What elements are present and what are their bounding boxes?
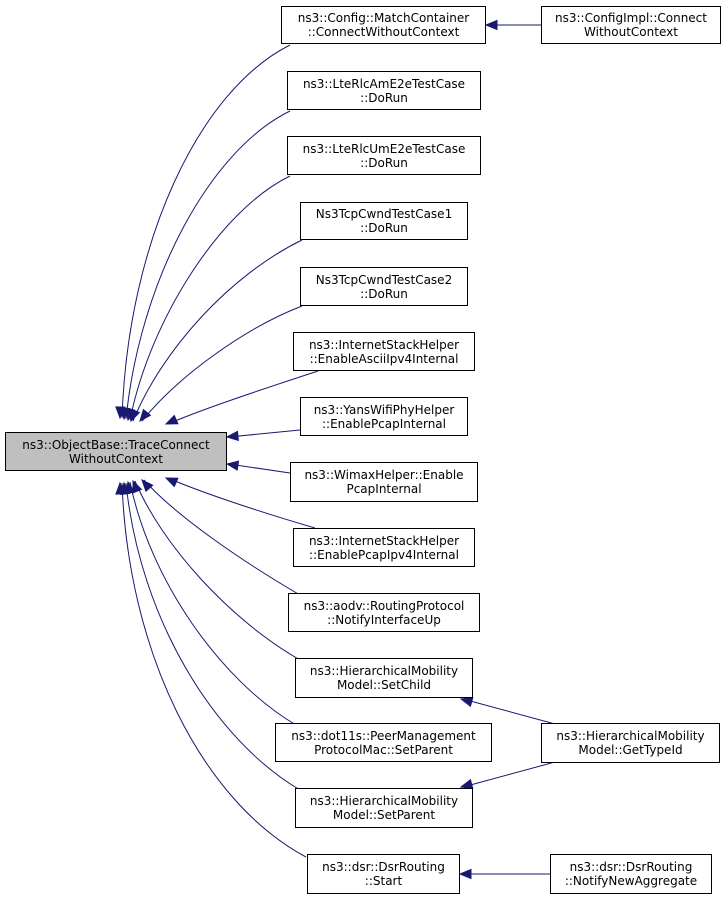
- node-inet-pcap[interactable]: ns3::InternetStackHelper::EnablePcapIpv4…: [293, 528, 475, 567]
- node-label-line: WithoutContext: [584, 25, 678, 39]
- node-label-line: Ns3TcpCwndTestCase2: [315, 272, 453, 287]
- edge-arrowhead: [141, 479, 154, 493]
- edge-arrowhead: [459, 696, 474, 708]
- edge-hm-typeid-to-hm-parent: [462, 761, 556, 788]
- node-label-line: Ns3TcpCwndTestCase1: [315, 207, 453, 221]
- edge-hm-child-to-root: [134, 480, 301, 661]
- node-inet-ascii[interactable]: ns3::InternetStackHelper::EnableAsciiIpv…: [293, 332, 475, 371]
- node-label-line: ns3::LteRlcUmE2eTestCase: [302, 141, 466, 156]
- node-label-line: ns3::LteRlcAmE2eTestCase: [302, 76, 466, 91]
- node-aodv[interactable]: ns3::aodv::RoutingProtocol::NotifyInterf…: [288, 593, 480, 632]
- node-dsr-start[interactable]: ns3::dsr::DsrRouting::Start: [307, 854, 460, 894]
- edge-arrowhead: [225, 430, 239, 442]
- node-label-line: ns3::HierarchicalMobility: [556, 729, 705, 743]
- node-label-line: ns3::YansWifiPhyHelper: [313, 402, 455, 417]
- edge-arrowhead: [459, 778, 474, 790]
- node-lte-am[interactable]: ns3::LteRlcAmE2eTestCase::DoRun: [287, 71, 481, 110]
- node-cfg-match[interactable]: ns3::Config::MatchContainer::ConnectWith…: [281, 6, 486, 44]
- node-label-line: ns3::dsr::DsrRouting: [322, 860, 445, 874]
- node-label-line: Model::GetTypeId: [578, 743, 683, 757]
- node-label-line: ns3::HierarchicalMobility: [309, 794, 459, 808]
- edge-cfg-match-to-root: [121, 44, 291, 419]
- node-label-line: ::ConnectWithoutContext: [307, 25, 460, 39]
- node-label-line: ns3::Config::MatchContainer: [297, 11, 470, 25]
- node-yans[interactable]: ns3::YansWifiPhyHelper::EnablePcapIntern…: [300, 397, 468, 436]
- edge-arrowhead: [115, 481, 126, 495]
- edge-lte-am-to-root: [125, 110, 291, 420]
- node-label-line: ns3::dot11s::PeerManagement: [291, 728, 476, 743]
- node-label-line: ::EnablePcapInternal: [321, 416, 446, 431]
- node-label-line: ns3::HierarchicalMobility: [309, 664, 459, 678]
- edge-arrowhead: [484, 19, 498, 31]
- edge-inet-ascii-to-root: [167, 370, 319, 425]
- node-label-line: PcapInternal: [346, 482, 422, 496]
- edge-hm-typeid-to-hm-child: [462, 698, 556, 725]
- edge-yans-to-root: [228, 429, 301, 438]
- node-label-line: Model::SetParent: [332, 808, 436, 822]
- node-label-line: ::DoRun: [360, 286, 408, 301]
- edge-dsr-start-to-root: [121, 482, 307, 858]
- node-label-line: ProtocolMac::SetParent: [314, 742, 453, 757]
- node-lte-um[interactable]: ns3::LteRlcUmE2eTestCase::DoRun: [287, 136, 481, 175]
- node-label-line: Model::SetChild: [336, 678, 432, 692]
- edge-inet-pcap-to-root: [167, 477, 316, 529]
- node-tcp1[interactable]: Ns3TcpCwndTestCase1::DoRun: [300, 202, 468, 240]
- edge-arrowhead: [164, 477, 179, 488]
- node-label-line: ns3::WimaxHelper::Enable: [304, 468, 464, 482]
- edge-wimax-to-root: [228, 463, 291, 474]
- node-label-line: ::DoRun: [360, 90, 408, 105]
- edge-hm-parent-to-root: [125, 482, 301, 791]
- node-label-line: ::NotifyInterfaceUp: [327, 612, 441, 627]
- edge-lte-um-to-root: [129, 175, 291, 421]
- node-label-line: ns3::InternetStackHelper: [308, 533, 460, 548]
- node-label-line: ::DoRun: [360, 155, 408, 170]
- edge-arrowhead: [132, 479, 143, 494]
- edge-arrowhead: [130, 408, 141, 423]
- node-dsr-notify[interactable]: ns3::dsr::DsrRouting::NotifyNewAggregate: [550, 854, 712, 894]
- edge-arrowhead: [225, 460, 240, 471]
- edge-dot11s-to-root: [129, 481, 297, 726]
- edge-arrowhead: [164, 414, 179, 425]
- node-tcp2[interactable]: Ns3TcpCwndTestCase2::DoRun: [300, 267, 468, 306]
- node-label-line: ::EnablePcapIpv4Internal: [309, 547, 459, 562]
- node-label-line: WithoutContext: [69, 451, 163, 466]
- node-label-line: ns3::ObjectBase::TraceConnect: [22, 437, 210, 452]
- edge-arrowhead: [139, 408, 152, 423]
- node-label-line: ::EnableAsciiIpv4Internal: [309, 351, 459, 366]
- edge-tcp2-to-root: [141, 305, 303, 422]
- node-label-line: ::NotifyNewAggregate: [564, 874, 698, 888]
- edge-aodv-to-root: [143, 479, 301, 596]
- node-label-line: ns3::dsr::DsrRouting: [569, 860, 693, 874]
- node-label-line: ns3::InternetStackHelper: [308, 337, 460, 352]
- node-label-line: ns3::aodv::RoutingProtocol: [303, 598, 465, 613]
- edge-arrowhead: [458, 868, 472, 880]
- node-label-line: ::Start: [364, 874, 403, 888]
- edge-tcp1-to-root: [132, 239, 303, 422]
- node-label-line: ::DoRun: [360, 221, 408, 235]
- node-label-line: ns3::ConfigImpl::Connect: [555, 11, 707, 25]
